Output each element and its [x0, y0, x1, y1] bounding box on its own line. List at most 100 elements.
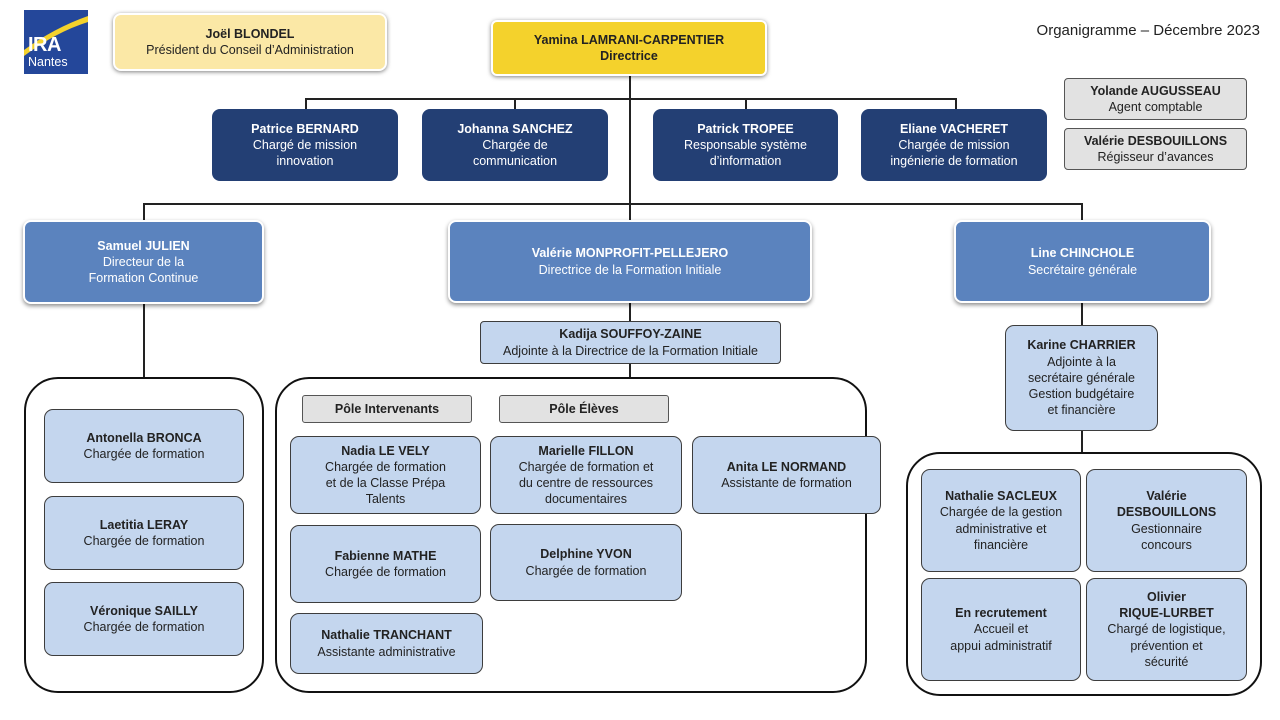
- person-card: Valérie DESBOUILLONS Gestionnaire concou…: [1086, 469, 1247, 572]
- department-box: Samuel JULIEN Directeur de la Formation …: [23, 220, 264, 304]
- person-role: Gestion budgétaire: [1028, 387, 1135, 402]
- person-card: Antonella BRONCA Chargée de formation: [44, 409, 244, 483]
- person-role: Accueil et: [973, 622, 1029, 637]
- person-role: documentaires: [545, 492, 627, 507]
- person-card: Véronique SAILLY Chargée de formation: [44, 582, 244, 656]
- person-name: Yolande AUGUSSEAU: [1090, 83, 1221, 98]
- connector: [1081, 430, 1083, 453]
- person-role: Gestionnaire: [1131, 521, 1202, 536]
- person-name: Laetitia LERAY: [99, 517, 189, 532]
- person-card: Nathalie TRANCHANT Assistante administra…: [290, 613, 483, 674]
- staff-box: Johanna SANCHEZ Chargée de communication: [422, 109, 608, 181]
- person-role: Directrice de la Formation Initiale: [538, 262, 722, 277]
- person-name: Patrice BERNARD: [251, 121, 359, 136]
- person-role: Président du Conseil d’Administration: [146, 43, 354, 57]
- person-role: Chargée de formation: [325, 565, 446, 579]
- connector: [1081, 203, 1083, 223]
- person-name: Eliane VACHERET: [899, 121, 1009, 136]
- logo-text: IRA: [28, 34, 61, 56]
- person-name: Patrick TROPEE: [697, 121, 794, 136]
- person-name: Delphine YVON: [540, 547, 632, 562]
- connector: [745, 98, 747, 110]
- logo-swoosh-icon: [24, 16, 88, 56]
- connector: [629, 302, 631, 322]
- person-role: Chargée de formation: [83, 534, 205, 548]
- person-card: Nathalie SACLEUX Chargée de la gestion a…: [921, 469, 1081, 572]
- deputy-box: Karine CHARRIER Adjointe à la secrétaire…: [1005, 325, 1158, 431]
- staff-box: Patrice BERNARD Chargé de mission innova…: [212, 109, 398, 181]
- connector: [143, 303, 145, 378]
- person-name: Nadia LE VELY: [341, 443, 430, 458]
- person-name: Samuel JULIEN: [97, 238, 190, 253]
- person-role: Talents: [365, 492, 406, 507]
- person-role: du centre de ressources: [518, 476, 654, 490]
- person-name: RIQUE-LURBET: [1119, 606, 1214, 621]
- person-role: Chargé de mission: [252, 137, 358, 152]
- person-role: secrétaire générale: [1027, 370, 1135, 385]
- pole-intervenants-label: Pôle Intervenants: [302, 395, 472, 423]
- person-card: Delphine YVON Chargée de formation: [490, 524, 682, 601]
- person-name: Véronique SAILLY: [90, 603, 198, 618]
- connector: [629, 203, 631, 223]
- person-role: innovation: [276, 154, 334, 169]
- page-title: Organigramme – Décembre 2023: [1036, 22, 1260, 39]
- person-card: Nadia LE VELY Chargée de formation et de…: [290, 436, 481, 514]
- person-name: Nathalie TRANCHANT: [321, 628, 452, 643]
- staff-box: Patrick TROPEE Responsable système d’inf…: [653, 109, 838, 181]
- person-card: Marielle FILLON Chargée de formation et …: [490, 436, 682, 514]
- person-role: Chargée de formation: [325, 459, 446, 474]
- connector: [305, 98, 307, 110]
- pole-eleves-label: Pôle Élèves: [499, 395, 669, 423]
- department-box: Valérie MONPROFIT-PELLEJERO Directrice d…: [448, 220, 812, 303]
- person-role: communication: [472, 154, 558, 169]
- connector: [955, 98, 957, 110]
- person-role: Adjointe à la Directrice de la Formation…: [503, 343, 758, 358]
- person-name: Valérie DESBOUILLONS: [1083, 133, 1228, 148]
- logo-city: Nantes: [28, 55, 68, 69]
- person-role: Secrétaire générale: [1027, 262, 1138, 277]
- person-role: Formation Continue: [88, 271, 199, 286]
- person-role: Directrice: [600, 49, 658, 63]
- director-box: Yamina LAMRANI-CARPENTIER Directrice: [491, 20, 767, 76]
- person-role: Chargée de formation: [83, 620, 205, 634]
- person-role: prévention et: [1130, 638, 1203, 653]
- staff-box: Eliane VACHERET Chargée de mission ingén…: [861, 109, 1047, 181]
- person-role: Adjointe à la: [1047, 354, 1116, 369]
- person-card: Laetitia LERAY Chargée de formation: [44, 496, 244, 570]
- person-role: Chargée de: [482, 137, 548, 152]
- person-role: Chargée de la gestion: [939, 505, 1063, 520]
- connector: [629, 74, 631, 204]
- person-card: En recrutement Accueil et appui administ…: [921, 578, 1081, 681]
- accountant-box: Yolande AUGUSSEAU Agent comptable: [1064, 78, 1247, 120]
- person-name: Karine CHARRIER: [1027, 338, 1136, 353]
- person-name: Anita LE NORMAND: [726, 459, 847, 474]
- person-role: et financière: [1047, 403, 1116, 418]
- person-role: et de la Classe Prépa: [325, 476, 446, 490]
- person-role: Agent comptable: [1108, 100, 1203, 114]
- connector: [143, 203, 145, 223]
- person-name: Nathalie SACLEUX: [945, 489, 1057, 503]
- person-card: Anita LE NORMAND Assistante de formation: [692, 436, 881, 514]
- connector: [514, 98, 516, 110]
- deputy-box: Kadija SOUFFOY-ZAINE Adjointe à la Direc…: [480, 321, 781, 364]
- person-role: Chargée de formation: [525, 563, 647, 578]
- person-name: Joël BLONDEL: [205, 26, 295, 41]
- person-name: Valérie MONPROFIT-PELLEJERO: [531, 246, 729, 261]
- person-name: Line CHINCHOLE: [1030, 246, 1135, 261]
- pole-label: Pôle Élèves: [549, 401, 619, 416]
- person-card: Fabienne MATHE Chargée de formation: [290, 525, 481, 603]
- person-name: Kadija SOUFFOY-ZAINE: [559, 327, 702, 342]
- cashier-box: Valérie DESBOUILLONS Régisseur d’avances: [1064, 128, 1247, 170]
- person-role: Chargé de logistique,: [1107, 622, 1226, 637]
- person-role: Chargée de formation et: [518, 459, 654, 474]
- person-role: financière: [973, 537, 1029, 552]
- pole-label: Pôle Intervenants: [334, 401, 440, 416]
- person-role: Assistante de formation: [721, 476, 852, 490]
- person-role: Directeur de la: [102, 254, 185, 269]
- person-name: Johanna SANCHEZ: [457, 121, 573, 136]
- person-role: Assistante administrative: [317, 644, 456, 659]
- person-role: concours: [1141, 537, 1192, 552]
- person-name: DESBOUILLONS: [1116, 505, 1217, 520]
- person-name: Marielle FILLON: [538, 443, 634, 458]
- department-box: Line CHINCHOLE Secrétaire générale: [954, 220, 1211, 303]
